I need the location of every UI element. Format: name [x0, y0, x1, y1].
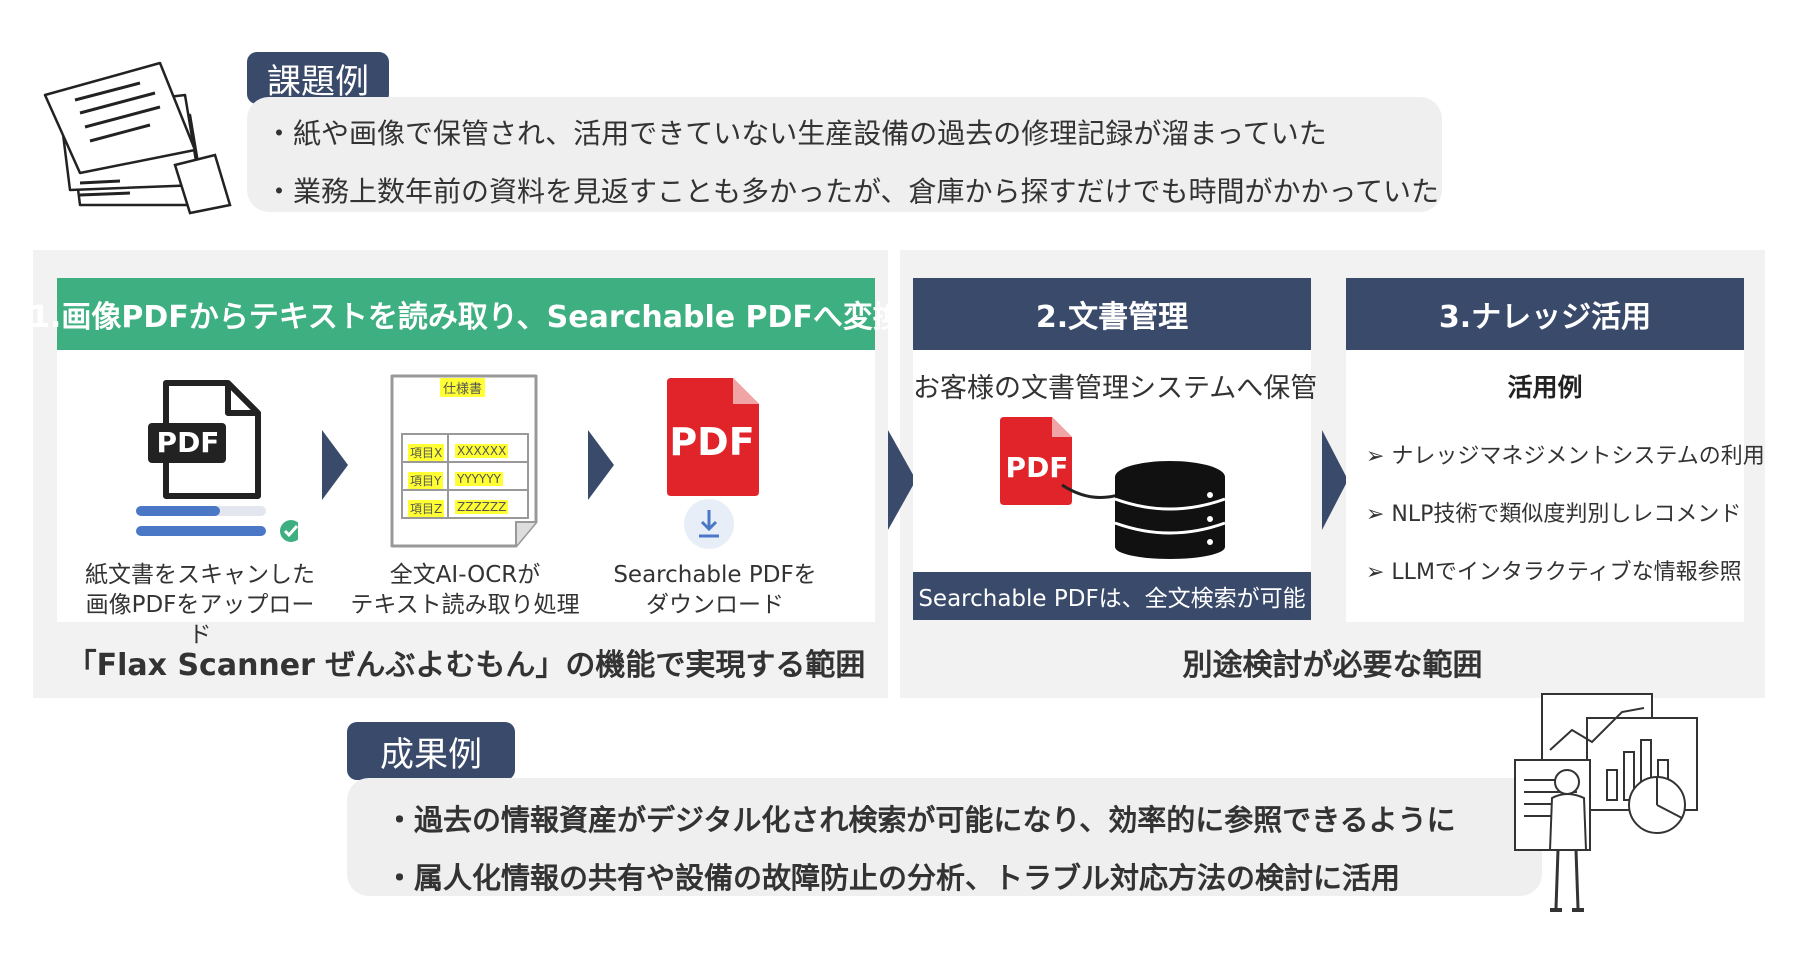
step2-footer: Searchable PDFは、全文検索が可能 [913, 572, 1311, 620]
pdf-to-database-icon [1000, 417, 1226, 559]
pdf-upload-icon-label: PDF [156, 425, 220, 459]
doc-row-label: 項目X [408, 444, 445, 461]
other-scope-label: 別途検討が必要な範囲 [1182, 648, 1483, 683]
caption-line: ダウンロード [646, 592, 784, 618]
doc-row-value: YYYYYY [455, 472, 503, 486]
paper-stack-illustration [43, 61, 232, 215]
searchable-pdf-icon [667, 378, 759, 549]
presenter-illustration [1514, 693, 1698, 912]
results-box [347, 778, 1542, 896]
chevron-right-icon [322, 430, 348, 500]
caption-line: 全文AI-OCRが [389, 562, 541, 588]
doc-row-value: ZZZZZZ [455, 500, 509, 514]
step1-scope-label: 「Flax Scanner ぜんぶよむもん」の機能で実現する範囲 [66, 648, 866, 683]
step3-subtitle: 活用例 [1507, 373, 1583, 402]
step2-pdf-icon-label: PDF [1005, 450, 1069, 484]
step2-subtitle: お客様の文書管理システムへ保管 [913, 373, 1318, 404]
step1-header: 1.画像PDFからテキストを読み取り、Searchable PDFへ変換 [29, 278, 903, 350]
use-case-item: ➢ LLMでインタラクティブな情報参照 [1366, 560, 1742, 585]
searchable-pdf-icon-label: PDF [669, 420, 755, 464]
chevron-right-icon [1322, 430, 1348, 530]
use-case-item: ➢ ナレッジマネジメントシステムの利用 [1366, 444, 1765, 469]
caption-line: 紙文書をスキャンした [85, 562, 315, 588]
result-line-2: ・属人化情報の共有や設備の故障防止の分析、トラブル対応方法の検討に活用 [385, 861, 1401, 895]
doc-row-label: 項目Y [408, 472, 444, 489]
step1-item1-caption: 紙文書をスキャンした 画像PDFをアップロード [75, 560, 325, 650]
caption-line: Searchable PDFを [613, 562, 817, 588]
caption-line: 画像PDFをアップロード [85, 592, 315, 648]
doc-title: 仕様書 [440, 378, 486, 397]
step2-content [913, 350, 1311, 572]
issues-box [247, 97, 1442, 212]
chevron-right-icon [888, 430, 916, 530]
result-line-1: ・過去の情報資産がデジタル化され検索が可能になり、効率的に参照できるように [385, 803, 1456, 837]
issue-line-2: ・業務上数年前の資料を見返すことも多かったが、倉庫から探すだけでも時間がかかって… [265, 175, 1440, 208]
step1-item2-caption: 全文AI-OCRが テキスト読み取り処理 [345, 560, 585, 620]
doc-row-value: XXXXXX [455, 444, 509, 458]
caption-line: テキスト読み取り処理 [350, 592, 580, 618]
use-case-item: ➢ NLP技術で類似度判別しレコメンド [1366, 502, 1742, 527]
issue-line-1: ・紙や画像で保管され、活用できていない生産設備の過去の修理記録が溜まっていた [265, 117, 1327, 150]
step3-content [1346, 350, 1744, 622]
doc-row-label: 項目Z [408, 500, 445, 517]
chevron-right-icon [588, 430, 614, 500]
step3-header: 3.ナレッジ活用 [1346, 278, 1744, 350]
results-tag: 成果例 [347, 722, 515, 780]
issues-tag: 課題例 [247, 52, 389, 104]
step2-header: 2.文書管理 [913, 278, 1311, 350]
step1-item3-caption: Searchable PDFを ダウンロード [600, 560, 830, 620]
pdf-upload-icon [136, 380, 298, 542]
ocr-document-icon [390, 374, 538, 548]
